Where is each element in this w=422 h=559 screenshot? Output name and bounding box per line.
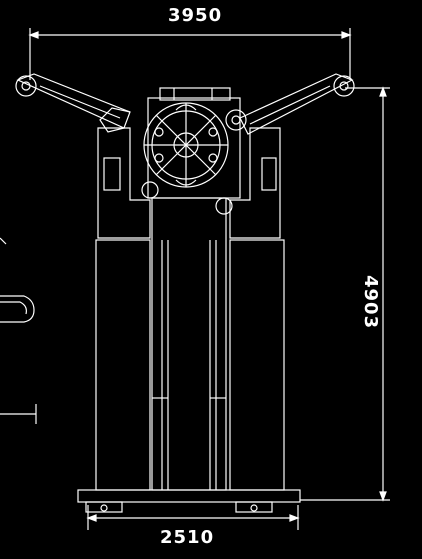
overall-height-label: 4903 [360,275,381,330]
base-width-label: 2510 [160,527,215,548]
right-arm [225,73,355,135]
left-edge-fragment [0,237,37,424]
height-dimension-line [300,86,390,502]
machine-base [77,489,301,513]
upper-housings [97,127,281,239]
rotary-turret [143,102,229,188]
central-column [151,197,227,491]
base-dimension-line [86,505,300,530]
lower-cabinets [95,239,285,491]
left-arm [15,73,131,133]
width-dimension-line [28,28,352,80]
overall-width-label: 3950 [168,5,223,26]
